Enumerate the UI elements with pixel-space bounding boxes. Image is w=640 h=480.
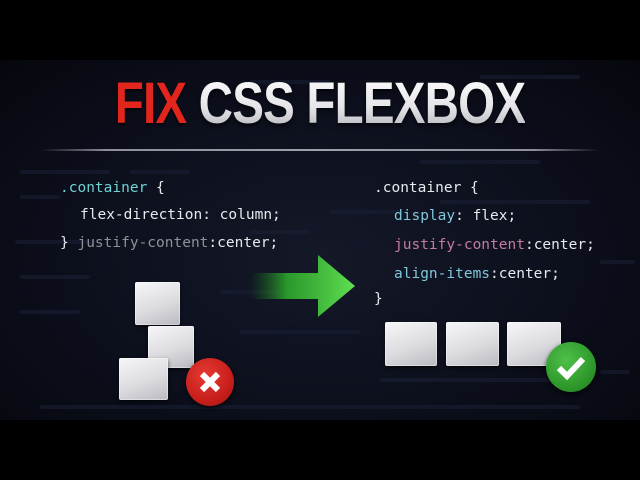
css-property: display bbox=[394, 208, 456, 224]
title-highlight: FIX bbox=[114, 71, 187, 136]
close-brace: } bbox=[374, 291, 383, 307]
css-value: flex; bbox=[472, 208, 517, 224]
css-value: column; bbox=[210, 207, 281, 223]
divider bbox=[40, 149, 600, 151]
after-code-line-1: display: flex; bbox=[394, 208, 516, 224]
open-brace: { bbox=[156, 180, 165, 196]
after-code-line-3: align-items:center; bbox=[394, 266, 560, 282]
css-property: align-items bbox=[394, 266, 491, 282]
css-value: center; bbox=[498, 266, 560, 282]
open-brace: { bbox=[470, 180, 479, 196]
css-separator: : bbox=[455, 208, 473, 224]
after-code-line-close: } bbox=[374, 291, 383, 307]
after-code-line-2: justify-content:center; bbox=[394, 237, 595, 253]
after-code-line-selector: .container { bbox=[374, 180, 479, 196]
css-property: justify-content bbox=[77, 235, 209, 251]
flex-item-box-1 bbox=[385, 322, 437, 366]
page-title: FIX CSS FLEXBOX bbox=[58, 74, 583, 134]
css-separator: : bbox=[524, 237, 534, 253]
css-separator: : bbox=[490, 266, 499, 282]
thumbnail-canvas: FIX CSS FLEXBOX .container { flex-direct… bbox=[0, 60, 640, 420]
css-value: :center; bbox=[208, 235, 279, 251]
letterbox-top bbox=[0, 0, 640, 60]
before-code-line-1: flex-direction: column; bbox=[80, 207, 281, 223]
before-code-line-selector: .container { bbox=[60, 180, 165, 196]
x-mark-icon bbox=[186, 358, 234, 406]
flex-item-box-3 bbox=[119, 358, 168, 400]
css-value: center; bbox=[533, 237, 595, 253]
css-property: justify-content bbox=[394, 237, 525, 253]
css-selector: .container bbox=[374, 180, 462, 196]
flex-item-box-1 bbox=[135, 282, 180, 325]
title-main: CSS FLEXBOX bbox=[198, 71, 526, 136]
right-arrow-icon bbox=[250, 255, 355, 317]
before-code-line-2: } justify-content:center; bbox=[60, 235, 278, 251]
flex-item-box-2 bbox=[446, 322, 499, 366]
check-mark-icon bbox=[546, 342, 596, 392]
css-selector: .container bbox=[60, 180, 148, 196]
css-property: flex-direction bbox=[80, 207, 203, 223]
letterbox-bottom bbox=[0, 420, 640, 480]
close-brace: } bbox=[60, 235, 69, 251]
